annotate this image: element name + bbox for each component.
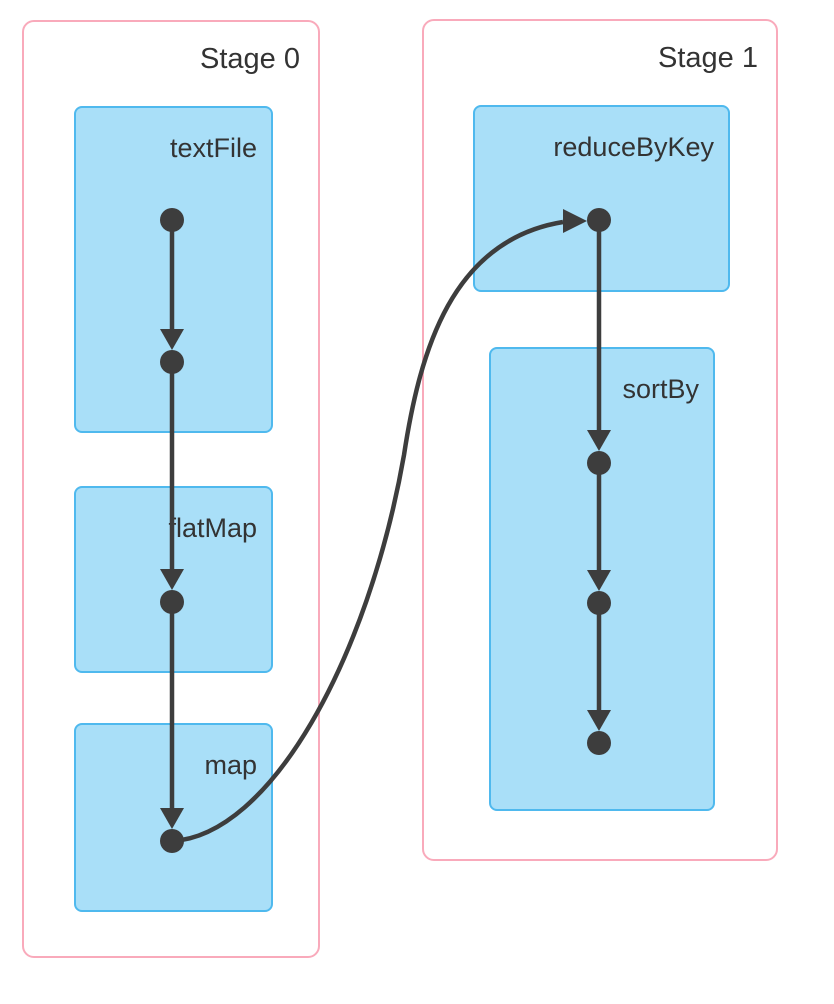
operation-box-flatmap[interactable]: flatMap — [74, 486, 273, 673]
operation-box-textfile[interactable]: textFile — [74, 106, 273, 433]
operation-box-map[interactable]: map — [74, 723, 273, 912]
stage-0-box[interactable]: Stage 0 textFile flatMap map — [22, 20, 320, 958]
operation-label-reducebykey: reduceByKey — [553, 132, 714, 162]
stage-1-label: Stage 1 — [658, 42, 758, 74]
operation-label-sortby: sortBy — [622, 374, 699, 404]
operation-box-sortby[interactable]: sortBy — [489, 347, 715, 811]
stage-0-label: Stage 0 — [200, 43, 300, 75]
operation-label-map: map — [204, 750, 257, 780]
operation-label-textfile: textFile — [169, 133, 257, 163]
operation-label-flatmap: flatMap — [168, 513, 257, 543]
stage-1-box[interactable]: Stage 1 reduceByKey sortBy — [422, 19, 778, 861]
operation-box-reducebykey[interactable]: reduceByKey — [473, 105, 730, 292]
